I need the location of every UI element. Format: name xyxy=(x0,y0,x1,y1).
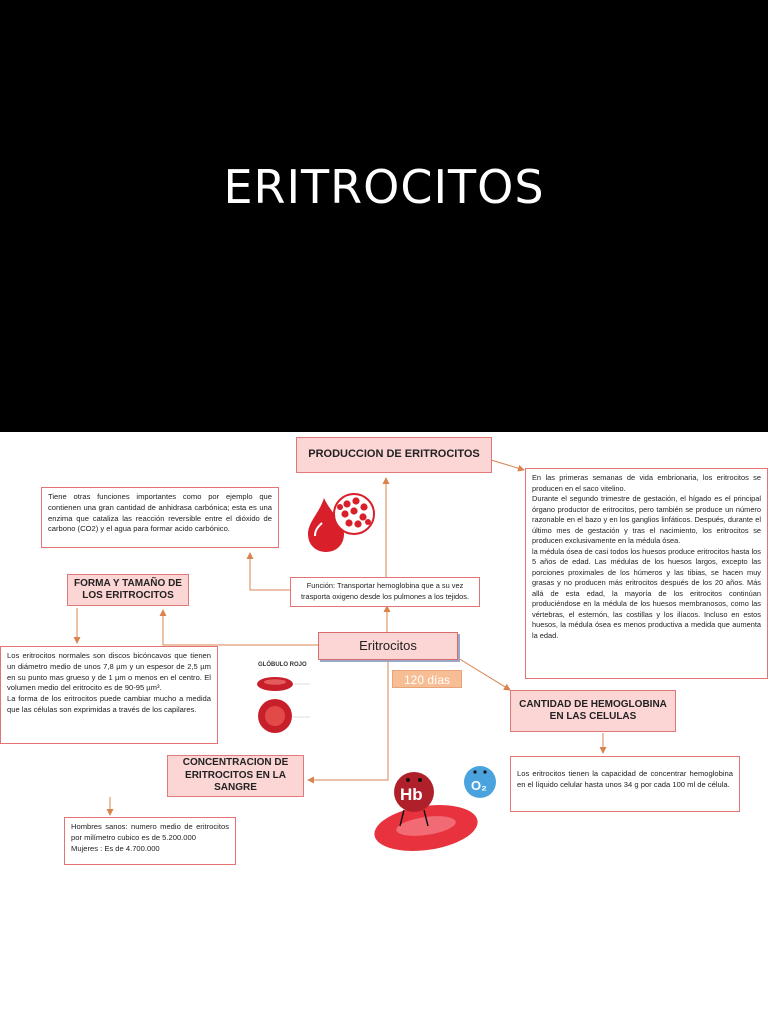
forma-text-box: Los eritrocitos normales son discos bicó… xyxy=(0,646,218,744)
node-concentracion-label: CONCENTRACION DE ERITROCITOS EN LA SANGR… xyxy=(182,757,289,794)
red-blood-cell-illustration: GLÓBULO ROJO xyxy=(257,660,310,733)
otras-funciones-text-box: Tiene otras funciones importantes como p… xyxy=(41,487,279,548)
page-title: ERITROCITOS xyxy=(223,160,545,214)
blood-drop-icon xyxy=(308,493,375,552)
o2-label: O₂ xyxy=(471,778,487,793)
funcion-text-box: Función: Transportar hemoglobina que a s… xyxy=(290,577,480,607)
hemoglobin-oxygen-cartoon-icon: Hb O₂ xyxy=(374,766,496,851)
node-produccion-label: PRODUCCION DE ERITROCITOS xyxy=(308,448,480,461)
produccion-text-box: En las primeras semanas de vida embriona… xyxy=(525,468,768,679)
node-central: Eritrocitos xyxy=(318,632,458,660)
hemoglobina-text-box: Los eritrocitos tienen la capacidad de c… xyxy=(510,756,740,812)
arrow-central-to-concentracion xyxy=(307,660,389,784)
node-concentracion: CONCENTRACION DE ERITROCITOS EN LA SANGR… xyxy=(167,755,304,797)
arrow-central-to-forma xyxy=(159,609,318,646)
illustration-title: GLÓBULO ROJO xyxy=(258,660,307,668)
node-hemoglobina: CANTIDAD DE HEMOGLOBINA EN LAS CELULAS xyxy=(510,690,676,732)
concentracion-text-box: Hombres sanos: numero medio de eritrocit… xyxy=(64,817,236,865)
node-hemoglobina-label: CANTIDAD DE HEMOGLOBINA EN LAS CELULAS xyxy=(519,698,667,723)
hb-label: Hb xyxy=(400,785,423,804)
node-central-label: Eritrocitos xyxy=(359,637,417,653)
title-slide-background xyxy=(0,0,768,432)
arrow-central-to-hemoglobina xyxy=(457,657,511,691)
node-produccion: PRODUCCION DE ERITROCITOS xyxy=(296,437,492,473)
arrow-funcion-to-otras xyxy=(246,552,300,591)
node-forma: FORMA Y TAMAÑO DE LOS ERITROCITOS xyxy=(67,574,189,606)
node-forma-label: FORMA Y TAMAÑO DE LOS ERITROCITOS xyxy=(74,577,182,602)
lifespan-badge: 120 días xyxy=(392,670,462,688)
